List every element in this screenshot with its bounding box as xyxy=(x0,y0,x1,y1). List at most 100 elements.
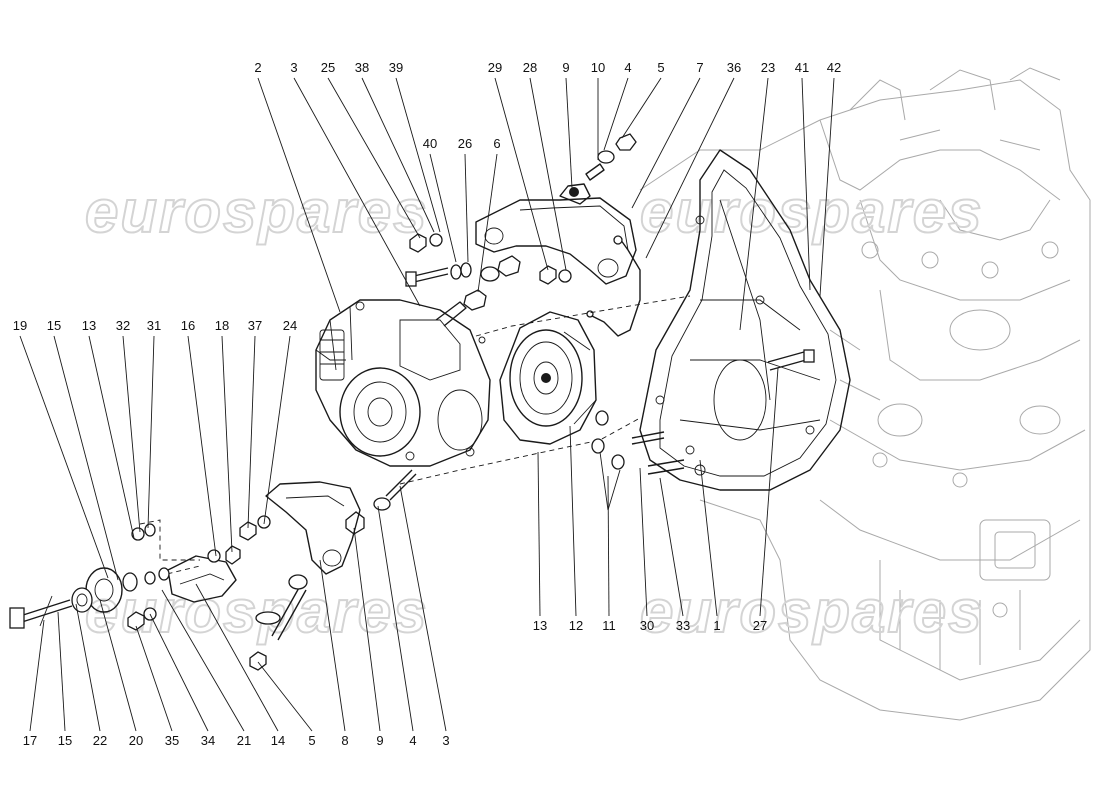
callout-leader-c3a xyxy=(293,77,421,307)
callout-leader-c27 xyxy=(759,367,779,617)
callout-leader-c9b xyxy=(353,527,381,732)
lower-bracket xyxy=(265,481,361,575)
callout-label-c40: 40 xyxy=(423,136,437,151)
callout-leader-c16 xyxy=(187,335,217,557)
callout-label-c19: 19 xyxy=(13,318,27,333)
callout-leader-c6 xyxy=(477,153,498,293)
callout-label-c33: 33 xyxy=(676,618,690,633)
callout-leader-c38 xyxy=(361,77,435,233)
callout-label-c11: 11 xyxy=(602,618,616,633)
callout-leader-c36 xyxy=(645,77,735,259)
washers-11 xyxy=(591,410,625,511)
callout-leader-c15a xyxy=(53,335,119,581)
callout-leader-c17 xyxy=(29,619,45,732)
studs xyxy=(631,349,815,475)
callout-label-c3b: 3 xyxy=(442,733,449,748)
callout-label-c17: 17 xyxy=(23,733,37,748)
callout-label-c41: 41 xyxy=(795,60,809,75)
callout-leader-c1 xyxy=(699,459,718,617)
callout-leader-c5b xyxy=(257,661,313,732)
callout-label-c15b: 15 xyxy=(58,733,72,748)
callout-label-c30: 30 xyxy=(640,618,654,633)
callout-leader-c13a xyxy=(88,335,135,539)
callout-leader-c14 xyxy=(195,583,279,732)
callout-leader-c29 xyxy=(494,77,549,271)
callout-label-c27: 27 xyxy=(753,618,767,633)
callout-leader-c23 xyxy=(739,77,769,331)
callout-leader-c37 xyxy=(247,335,256,529)
callout-label-c1: 1 xyxy=(713,618,720,633)
callout-leader-c5a xyxy=(621,77,662,139)
callout-leader-c19 xyxy=(19,335,109,579)
watermark-text: eurospares xyxy=(85,578,429,645)
callout-label-c22: 22 xyxy=(93,733,107,748)
callout-leader-c40 xyxy=(429,153,457,263)
callout-leader-c12 xyxy=(569,425,577,617)
callout-label-c16: 16 xyxy=(181,318,195,333)
callout-leader-c41 xyxy=(801,77,811,291)
callout-leader-c8 xyxy=(319,559,346,732)
callout-label-c9b: 9 xyxy=(376,733,383,748)
callout-label-c4b: 4 xyxy=(409,733,416,748)
callout-leader-c7 xyxy=(631,77,701,209)
callout-leader-c22 xyxy=(75,603,101,732)
callout-leader-c11 xyxy=(607,475,610,617)
callout-label-c18: 18 xyxy=(215,318,229,333)
callout-leader-c39 xyxy=(395,77,441,233)
callout-label-c39: 39 xyxy=(389,60,403,75)
callout-leader-c30 xyxy=(639,467,648,617)
callout-label-c29: 29 xyxy=(488,60,502,75)
callout-label-c10: 10 xyxy=(591,60,605,75)
callout-leader-c24 xyxy=(263,335,291,525)
callout-label-c13b: 13 xyxy=(533,618,547,633)
callout-leader-c4b xyxy=(377,505,414,732)
callout-label-c20: 20 xyxy=(129,733,143,748)
clutch-pulley xyxy=(499,311,597,445)
tensioner-pulley xyxy=(9,515,271,631)
callout-label-c4a: 4 xyxy=(624,60,631,75)
callout-leader-c33 xyxy=(659,477,684,617)
callout-label-c15a: 15 xyxy=(47,318,61,333)
callout-label-c37: 37 xyxy=(248,318,262,333)
callout-leader-c15b xyxy=(57,611,66,732)
callout-label-c3a: 3 xyxy=(290,60,297,75)
callout-label-c21: 21 xyxy=(237,733,251,748)
callout-label-c2: 2 xyxy=(254,60,261,75)
upper-bracket xyxy=(475,183,637,285)
callout-leader-c18 xyxy=(221,335,233,553)
callout-label-c12: 12 xyxy=(569,618,583,633)
callout-leader-c34 xyxy=(149,613,209,732)
alignment-lines xyxy=(139,295,691,579)
callout-label-c34: 34 xyxy=(201,733,215,748)
callout-leader-c26 xyxy=(464,153,469,263)
callout-label-c25: 25 xyxy=(321,60,335,75)
callout-label-c28: 28 xyxy=(523,60,537,75)
adjuster-link xyxy=(167,555,308,671)
callout-label-c13a: 13 xyxy=(82,318,96,333)
callout-label-c26: 26 xyxy=(458,136,472,151)
callout-label-c31: 31 xyxy=(147,318,161,333)
callout-leader-c32 xyxy=(122,335,141,533)
callout-leader-c3b xyxy=(399,485,447,732)
callout-label-c24: 24 xyxy=(283,318,297,333)
engine-block xyxy=(639,67,1091,721)
callout-label-c9a: 9 xyxy=(562,60,569,75)
watermark-text: eurospares xyxy=(85,178,429,245)
callout-label-c38: 38 xyxy=(355,60,369,75)
callout-label-c5b: 5 xyxy=(308,733,315,748)
callout-label-c36: 36 xyxy=(727,60,741,75)
callout-label-c35: 35 xyxy=(165,733,179,748)
bolt-group-top xyxy=(585,133,637,181)
earth-cable xyxy=(591,235,641,337)
callout-leader-c21 xyxy=(161,589,245,732)
callout-leader-c42 xyxy=(819,77,835,297)
callout-label-c7: 7 xyxy=(696,60,703,75)
watermark-text: eurospares xyxy=(640,578,984,645)
callout-label-c5a: 5 xyxy=(657,60,664,75)
cover-housing xyxy=(639,149,851,491)
callout-label-c32: 32 xyxy=(116,318,130,333)
callout-leader-c28 xyxy=(529,77,567,271)
callout-label-c8: 8 xyxy=(341,733,348,748)
callout-leader-c2 xyxy=(257,77,341,313)
